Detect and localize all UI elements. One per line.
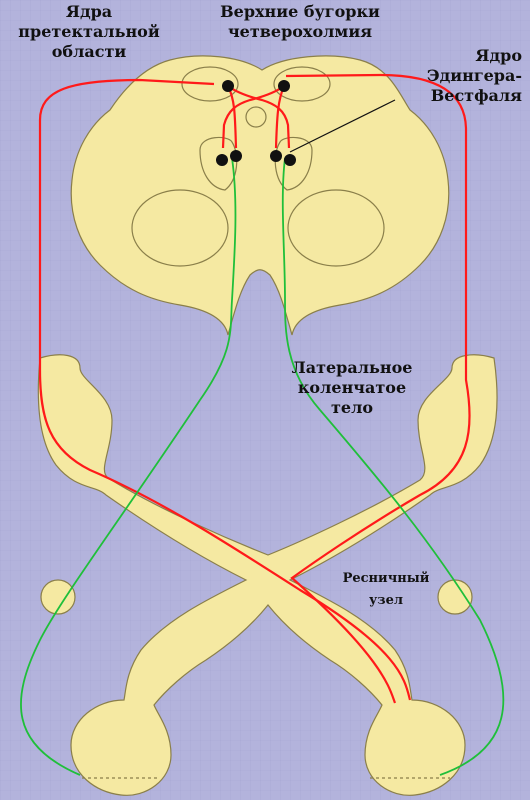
ciliary-ganglion-left [40,579,76,615]
label-lgn-line-1: Латеральное [291,358,413,377]
label-pretectal-line-3: области [51,42,127,61]
efferent-pathways [20,157,505,776]
afferent-cross-2 [221,85,285,149]
label-edinger-westphal: Ядро Эдингера- Вестфаля [392,46,522,106]
edinger-westphal-leader [289,99,396,153]
label-ew-line-3: Вестфаля [430,86,522,105]
label-lateral-geniculate: Латеральное коленчатое тело [272,358,432,418]
label-superior-line-2: четверохолмия [227,22,373,41]
label-pretectal-nuclei: Ядра претектальной области [4,2,174,62]
nucleus-ew-right-1 [270,150,282,162]
cerebral-peduncle-right [287,189,385,267]
label-lgn-line-2: коленчатое [297,378,407,397]
nucleus-pretectal-left [222,80,234,92]
nucleus-ew-right-2 [284,154,296,166]
ciliary-ganglion-right [437,579,473,615]
nucleus-ew-left-1 [216,154,228,166]
nucleus-pretectal-right [278,80,290,92]
label-ew-line-2: Эдингера- [426,66,522,85]
label-ciliary-line-2: узел [368,593,404,608]
efferent-pathway-right [281,157,505,776]
label-pretectal-line-1: Ядра [65,2,113,21]
afferent-pathway-left [38,78,412,701]
label-ciliary-line-1: Ресничный [342,571,430,586]
label-superior-line-1: Верхние бугорки [220,2,380,21]
optic-chiasm-shape [37,354,498,796]
label-ciliary-ganglion: Ресничный узел [326,568,446,612]
afferent-cross-1 [227,85,291,149]
nucleus-ew-left-2 [230,150,242,162]
optic-chiasm [37,354,498,796]
nuclei [216,80,296,166]
cerebral-aqueduct [245,106,267,128]
label-ew-line-1: Ядро [475,46,522,65]
label-superior-colliculi: Верхние бугорки четверохолмия [200,2,400,42]
afferent-pathway-right [285,73,471,704]
cerebral-peduncle-left [131,189,229,267]
label-lgn-line-3: тело [330,398,374,417]
label-pretectal-line-2: претектальной [18,22,160,41]
afferent-pathways [38,73,471,704]
efferent-pathway-left [20,157,237,776]
